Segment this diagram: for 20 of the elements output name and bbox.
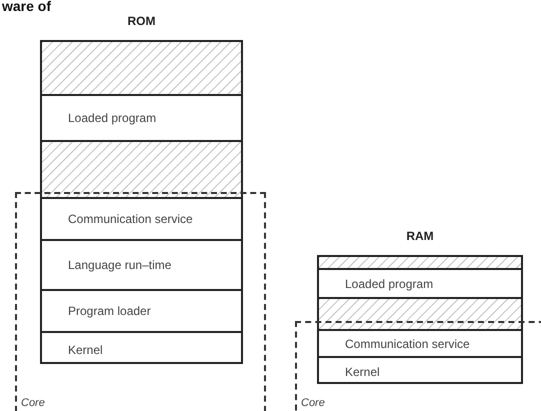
- dashed-region: [295, 321, 541, 411]
- memory-segment: Loaded program: [319, 268, 521, 297]
- memory-segment: Language run–time: [42, 239, 241, 289]
- memory-title: ROM: [126, 14, 156, 28]
- memory-segment: Kernel: [319, 356, 521, 386]
- memory-segment: Loaded program: [42, 94, 241, 140]
- hatched-block: [319, 257, 521, 268]
- region-label: Core: [301, 397, 325, 409]
- hatched-block: [42, 140, 241, 197]
- heading-fragment: ware of: [2, 0, 52, 14]
- memory-segment: Communication service: [319, 329, 521, 356]
- memory-segment: Program loader: [42, 289, 241, 331]
- memory-title: RAM: [405, 229, 435, 243]
- region-label: Core: [21, 397, 45, 409]
- memory-segment: Communication service: [42, 197, 241, 239]
- hatched-block: [319, 297, 521, 329]
- memory-segment: Kernel: [42, 331, 241, 366]
- hatched-block: [42, 42, 241, 94]
- memory-map-column: [317, 229, 523, 384]
- dashed-region: [15, 192, 266, 411]
